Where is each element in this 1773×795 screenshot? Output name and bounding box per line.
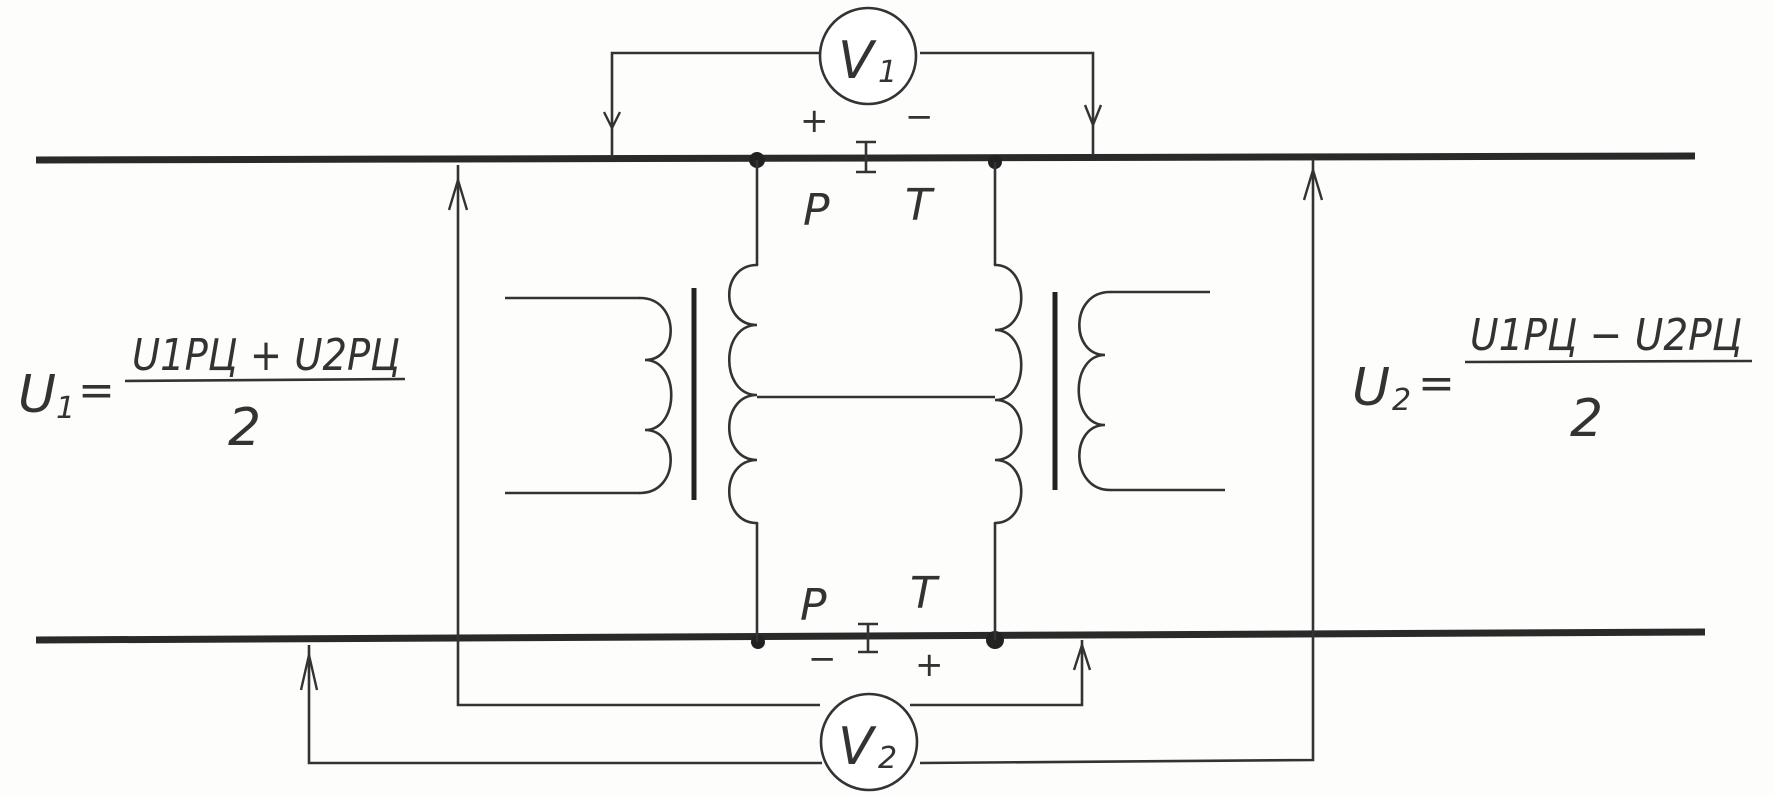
insulating-joint-bottom [858,622,878,654]
formula-left-denominator: 2 [228,398,261,458]
formula-left-fraction-bar [124,377,406,383]
formula-right: U 2 = U1РЦ − U2РЦ 2 [1352,310,1753,449]
bottom-p-label: P [800,580,827,631]
right-transformer-primary [993,162,1023,640]
left-transformer-primary [727,160,759,642]
bottom-t-label: T [910,568,940,619]
formula-right-eq: = [1418,358,1455,409]
left-transformer-secondary [505,296,673,495]
top-p-label: P [803,185,830,236]
insulating-joint-top [856,140,876,174]
formula-right-lhs-index: 2 [1392,383,1411,418]
v1-index: 1 [878,55,897,90]
formula-right-lhs-letter: U [1352,358,1390,418]
voltmeter-v2 [819,692,919,792]
right-transformer-secondary [1077,290,1225,492]
top-minus-sign: − [905,97,934,137]
v2-letter: V [838,717,877,777]
v2-index: 2 [878,741,897,776]
formula-right-fraction-bar [1464,359,1753,364]
formula-left-lhs-letter: U [18,365,56,425]
bottom-rail [35,628,1706,644]
formula-left-eq: = [78,365,115,416]
formula-right-numerator: U1РЦ − U2РЦ [1470,310,1742,361]
top-t-label: T [905,180,935,231]
formula-left-numerator: U1РЦ + U2РЦ [132,330,400,381]
v1-leads [602,51,1103,158]
v2-leads [299,159,1324,765]
bottom-minus-sign: − [808,639,837,679]
voltmeter-v1 [818,6,918,106]
v1-letter: V [838,31,877,91]
bottom-plus-sign: + [915,645,944,685]
top-plus-sign: + [800,101,829,141]
formula-right-denominator: 2 [1570,389,1603,449]
formula-left-lhs-index: 1 [56,391,75,426]
formula-left: U 1 = U1РЦ + U2РЦ 2 [18,330,406,458]
